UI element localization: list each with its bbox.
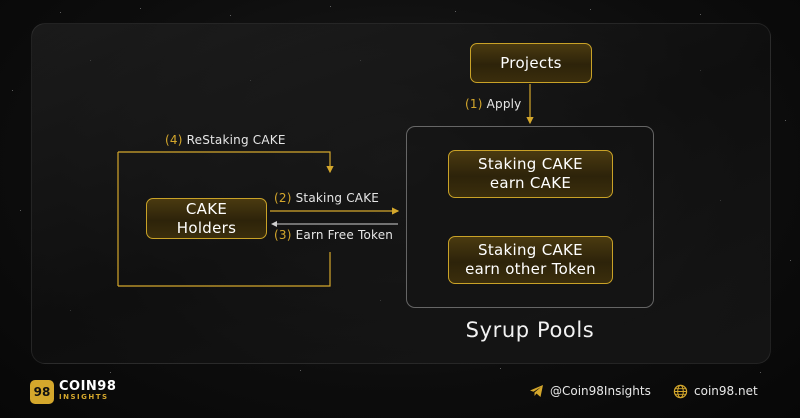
globe-icon [672, 383, 688, 399]
holders-line-1: CAKE [185, 199, 228, 218]
diagram-panel [31, 23, 771, 364]
pool2-line-1: Staking CAKE [478, 241, 583, 259]
website-url: coin98.net [694, 384, 758, 398]
earn-text: Earn Free Token [295, 228, 394, 242]
earn-step-number: (3) [274, 228, 292, 242]
staking-step-number: (2) [274, 191, 292, 205]
restaking-text: ReStaking CAKE [186, 133, 286, 147]
logo-badge: 98 [30, 380, 54, 404]
telegram-handle: @Coin98Insights [550, 384, 651, 398]
telegram-link[interactable]: @Coin98Insights [528, 383, 651, 399]
cake-holders-node: CAKE Holders [146, 198, 267, 239]
staking-label: (2)Staking CAKE [274, 191, 379, 205]
telegram-icon [528, 383, 544, 399]
website-link[interactable]: coin98.net [672, 383, 758, 399]
apply-step-number: (1) [465, 97, 483, 111]
earn-label: (3)Earn Free Token [274, 228, 393, 242]
coin98-logo[interactable]: 98 COIN98 INSIGHTS [30, 380, 116, 404]
restaking-label: (4)ReStaking CAKE [165, 133, 286, 147]
logo-sub-text: INSIGHTS [59, 393, 109, 401]
pool1-line-1: Staking CAKE [478, 155, 583, 173]
logo-main-text: COIN98 [59, 379, 117, 394]
apply-text: Apply [486, 97, 522, 111]
staking-text: Staking CAKE [295, 191, 380, 205]
projects-node: Projects [470, 43, 592, 83]
pool-earn-cake: Staking CAKE earn CAKE [448, 150, 613, 198]
apply-label: (1)Apply [465, 97, 522, 111]
holders-line-2: Holders [176, 218, 237, 237]
projects-label: Projects [500, 53, 562, 72]
syrup-pools-title: Syrup Pools [465, 318, 595, 342]
pool-earn-other-token: Staking CAKE earn other Token [448, 236, 613, 284]
pool1-line-2: earn CAKE [489, 174, 572, 192]
restaking-step-number: (4) [165, 133, 183, 147]
pool2-line-2: earn other Token [465, 260, 596, 278]
logo-text: COIN98 INSIGHTS [59, 379, 117, 403]
